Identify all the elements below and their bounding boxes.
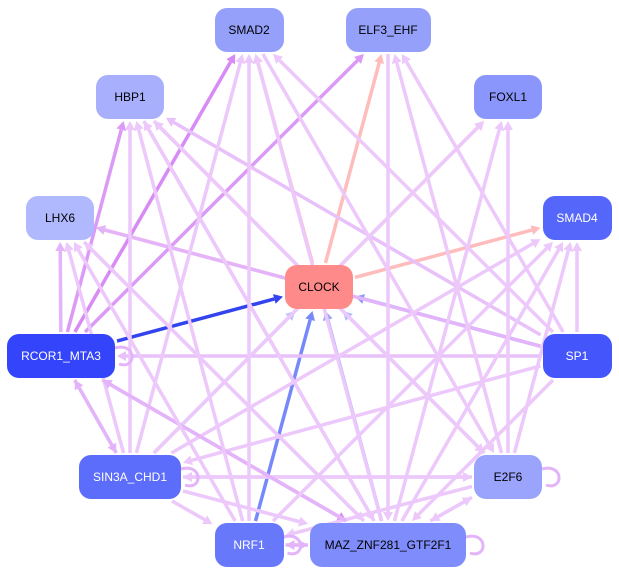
- node-label: E2F6: [493, 470, 523, 484]
- edge-SIN3A_CHD1-SMAD2: [134, 62, 242, 454]
- node-hbp1[interactable]: HBP1: [96, 75, 164, 119]
- arrowhead: [117, 351, 126, 361]
- arrowhead: [474, 121, 485, 131]
- node-clock[interactable]: CLOCK: [285, 265, 353, 309]
- node-elf3_ehf[interactable]: ELF3_EHF: [345, 8, 431, 52]
- edge-MAZ_ZNF281_GTF2F1-SMAD4: [400, 248, 561, 522]
- arrowhead: [73, 242, 83, 253]
- arrowhead: [116, 121, 127, 131]
- arrowhead: [401, 54, 411, 65]
- arrowhead: [64, 242, 74, 252]
- node-lhx6[interactable]: LHX6: [26, 196, 94, 240]
- node-smad4[interactable]: SMAD4: [542, 196, 612, 240]
- arrowhead: [530, 225, 541, 235]
- arrowhead: [183, 455, 193, 466]
- node-label: SMAD4: [556, 211, 598, 225]
- node-label: CLOCK: [298, 280, 340, 294]
- edge-RCOR1_MTA3-HBP1: [65, 129, 123, 333]
- arrowhead: [485, 442, 495, 453]
- arrowhead: [125, 121, 135, 130]
- self-loop-SIN3A_CHD1: [180, 466, 200, 488]
- arrowhead: [298, 516, 308, 527]
- edge-HBP1-MAZ_ZNF281_GTF2F1: [142, 120, 372, 515]
- node-rcor1_mta3[interactable]: RCOR1_MTA3: [7, 334, 115, 378]
- arrowhead: [474, 443, 485, 453]
- arrowhead: [183, 472, 192, 482]
- arrowhead: [543, 242, 553, 252]
- arrowhead: [235, 54, 246, 64]
- node-label: LHX6: [44, 211, 76, 225]
- node-sp1[interactable]: SP1: [542, 334, 612, 378]
- arrowhead: [226, 54, 236, 65]
- arrowhead: [572, 242, 582, 251]
- node-label: RCOR1_MTA3: [21, 349, 101, 363]
- self-loop-NRF1: [283, 534, 302, 556]
- arrowhead: [391, 54, 402, 64]
- arrowhead: [55, 242, 66, 252]
- edge-CLOCK-SMAD4: [354, 228, 533, 280]
- edge-SIN3A_CHD1-NRF1: [171, 499, 206, 522]
- node-sin3a_chd1[interactable]: SIN3A_CHD1: [79, 455, 181, 499]
- arrowhead: [96, 225, 106, 235]
- arrowhead: [74, 380, 84, 391]
- node-foxl1[interactable]: FOXL1: [474, 75, 542, 119]
- edge-SIN3A_CHD1-RCOR1_MTA3: [77, 386, 118, 454]
- edge-NRF1-CLOCK: [253, 319, 312, 522]
- edge-LHX6-MAZ_ZNF281_GTF2F1: [82, 240, 359, 516]
- edge-E2F6-ELF3_EHF: [395, 62, 504, 454]
- arrowhead: [365, 510, 375, 521]
- edge-MAZ_ZNF281_GTF2F1-E2F6: [429, 500, 466, 523]
- arrowhead: [354, 54, 364, 64]
- arrowhead: [273, 54, 284, 64]
- arrowhead: [563, 242, 574, 252]
- node-label: MAZ_ZNF281_GTF2F1: [324, 538, 452, 552]
- arrowhead: [285, 540, 295, 550]
- node-smad2[interactable]: SMAD2: [214, 8, 284, 52]
- arrowhead: [102, 380, 113, 389]
- edge-SIN3A_CHD1-SMAD4: [170, 242, 534, 455]
- arrowhead: [412, 511, 422, 521]
- arrowhead: [133, 121, 144, 131]
- edge-E2F6-SMAD4: [512, 250, 570, 454]
- arrowhead: [252, 54, 263, 64]
- arrowhead: [166, 117, 177, 127]
- node-label: SMAD2: [228, 23, 270, 37]
- arrowhead: [494, 121, 505, 131]
- edge-RCOR1_MTA3-LHX6: [58, 250, 63, 333]
- node-label: NRF1: [233, 538, 265, 552]
- node-maz_znf281_gtf2f1[interactable]: MAZ_ZNF281_GTF2F1: [310, 523, 466, 567]
- arrowhead: [461, 497, 472, 507]
- node-label: FOXL1: [488, 90, 527, 104]
- node-label: HBP1: [114, 90, 146, 104]
- self-loop-E2F6: [541, 466, 561, 488]
- self-loop-RCOR1_MTA3: [114, 345, 134, 367]
- arrowhead: [244, 54, 254, 63]
- edge-MAZ_ZNF281_GTF2F1-RCOR1_MTA3: [109, 382, 348, 523]
- arrowhead: [305, 311, 315, 321]
- arrowhead: [503, 121, 513, 130]
- node-label: SP1: [565, 349, 589, 363]
- edge-SMAD2-E2F6: [261, 53, 492, 447]
- edge-SP1-MAZ_ZNF281_GTF2F1: [417, 378, 555, 516]
- edge-SP1-ELF3_EHF: [404, 60, 565, 333]
- self-loop-MAZ_ZNF281_GTF2F1: [465, 534, 485, 556]
- edge-NRF1-LHX6: [76, 248, 237, 522]
- edge-NRF1-HBP1: [136, 129, 245, 522]
- arrowhead: [202, 515, 213, 525]
- arrowhead: [354, 511, 364, 521]
- node-e2f6[interactable]: E2F6: [474, 455, 542, 499]
- arrowhead: [554, 242, 564, 253]
- node-label: ELF3_EHF: [358, 23, 418, 37]
- edge-CLOCK-ELF3_EHF: [323, 62, 381, 264]
- node-label: SIN3A_CHD1: [92, 470, 168, 484]
- node-nrf1[interactable]: NRF1: [214, 523, 284, 567]
- arrowhead: [273, 294, 283, 304]
- arrowhead: [530, 239, 541, 248]
- arrowhead: [383, 512, 393, 521]
- edge-SP1-HBP1: [172, 120, 542, 337]
- arrowhead: [374, 54, 385, 64]
